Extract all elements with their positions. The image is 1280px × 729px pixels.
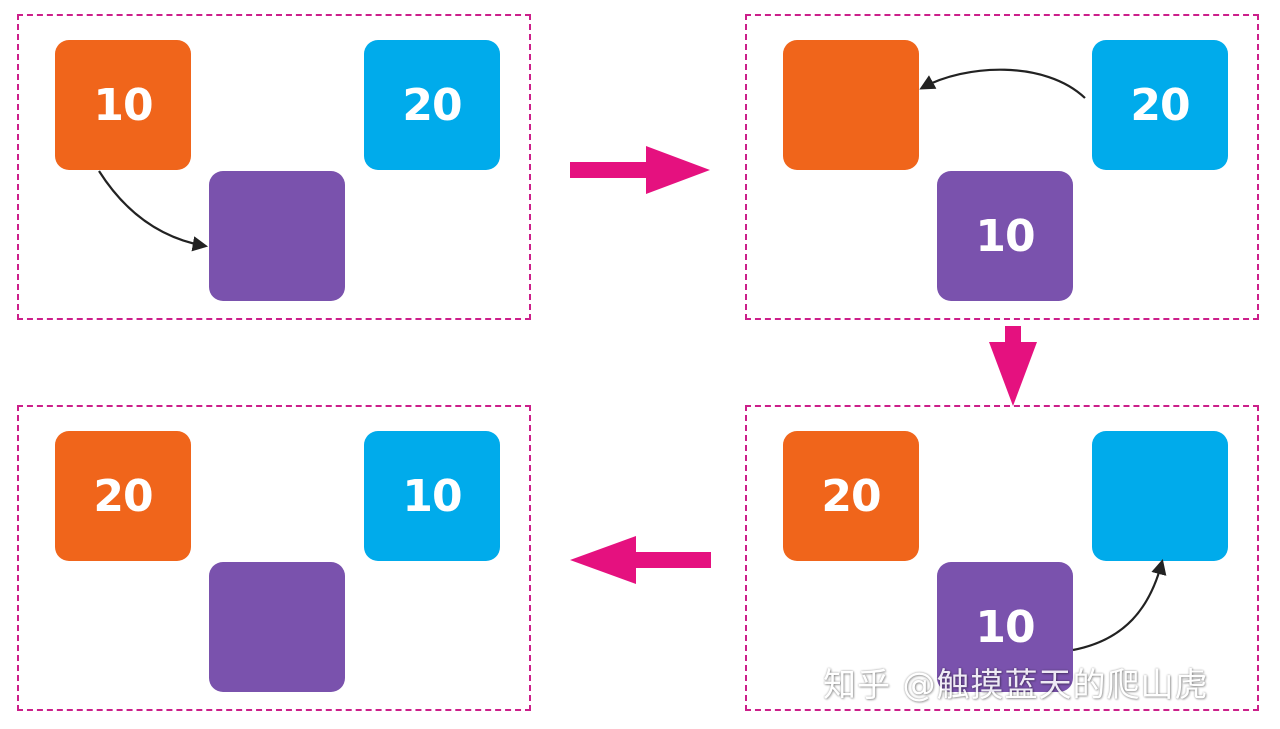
step-4-panel: 20 10 <box>17 405 531 711</box>
box-value: 20 <box>821 470 881 522</box>
variable-b-box <box>1092 431 1228 561</box>
box-value: 20 <box>93 470 153 522</box>
variable-a-box <box>783 40 919 170</box>
temp-box: 10 <box>937 171 1073 301</box>
variable-b-box: 20 <box>1092 40 1228 170</box>
box-value: 10 <box>975 601 1035 653</box>
flow-arrow-right <box>570 146 710 194</box>
variable-a-box: 10 <box>55 40 191 170</box>
flow-arrow-left <box>570 536 711 584</box>
variable-b-box: 20 <box>364 40 500 170</box>
step-2-panel: 20 10 <box>745 14 1259 320</box>
step-3-panel: 20 10 <box>745 405 1259 711</box>
box-value: 10 <box>975 210 1035 262</box>
flow-arrow-down <box>989 326 1037 406</box>
box-value: 10 <box>93 79 153 131</box>
temp-box <box>209 171 345 301</box>
variable-a-box: 20 <box>783 431 919 561</box>
variable-a-box: 20 <box>55 431 191 561</box>
box-value: 10 <box>402 470 462 522</box>
box-value: 20 <box>402 79 462 131</box>
step-1-panel: 10 20 <box>17 14 531 320</box>
box-value: 20 <box>1130 79 1190 131</box>
variable-b-box: 10 <box>364 431 500 561</box>
temp-box: 10 <box>937 562 1073 692</box>
temp-box <box>209 562 345 692</box>
watermark-text: 知乎 @触摸蓝天的爬山虎 <box>823 665 1209 704</box>
